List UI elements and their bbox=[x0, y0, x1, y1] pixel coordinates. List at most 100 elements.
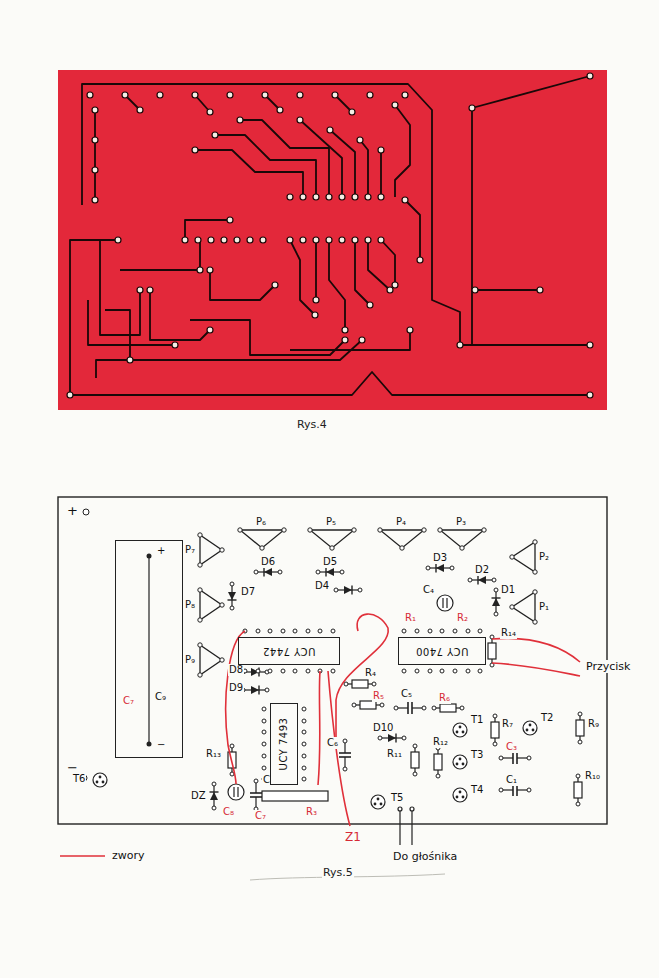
potentiometer-pad bbox=[422, 528, 426, 532]
pcb-pad bbox=[342, 337, 348, 343]
potentiometer-symbol bbox=[440, 530, 484, 548]
electrolytic-capacitor bbox=[228, 784, 244, 800]
transistor-symbol bbox=[453, 755, 467, 769]
pcb-trace bbox=[70, 76, 590, 395]
pcb-pad bbox=[300, 237, 306, 243]
diode-symbol bbox=[210, 782, 219, 810]
ic-pad bbox=[440, 629, 444, 633]
capacitor-symbol bbox=[499, 752, 531, 764]
part-name: C₅ bbox=[400, 688, 413, 700]
pcb-pad bbox=[392, 282, 398, 288]
capacitor-outline: +C₉C₇− bbox=[115, 540, 183, 758]
pcb-pad bbox=[192, 147, 198, 153]
ic-pad bbox=[306, 629, 310, 633]
pcb-trace bbox=[195, 150, 303, 197]
pcb-pad bbox=[407, 327, 413, 333]
jumper-label: Z1 bbox=[344, 830, 362, 844]
potentiometer-pad bbox=[533, 570, 537, 574]
diode-symbol bbox=[378, 734, 406, 743]
potentiometer-symbol bbox=[240, 530, 284, 548]
part-name: DZ bbox=[190, 790, 207, 802]
ic-pad bbox=[478, 629, 482, 633]
figure-caption: Rys.5 bbox=[322, 866, 354, 879]
pcb-pad bbox=[472, 287, 478, 293]
ic-type: UCY 7493 bbox=[278, 717, 290, 772]
pcb-pad bbox=[332, 92, 338, 98]
ic-pad bbox=[466, 669, 470, 673]
pcb-pad bbox=[287, 237, 293, 243]
pcb-pad bbox=[207, 327, 213, 333]
pcb-pad bbox=[469, 105, 475, 111]
potentiometer-pad bbox=[510, 555, 514, 559]
part-name: P₂ bbox=[538, 551, 550, 563]
electrolytic-capacitor bbox=[446, 598, 447, 608]
ic-pad bbox=[415, 669, 419, 673]
potentiometer-symbol bbox=[200, 535, 222, 565]
potentiometer-pad bbox=[198, 563, 202, 567]
part-name: C₄ bbox=[422, 584, 435, 596]
pcb-trace bbox=[94, 110, 96, 200]
pcb-pad bbox=[367, 92, 373, 98]
part-name: P₆ bbox=[255, 516, 267, 528]
ic-pad bbox=[281, 629, 285, 633]
ic-pad bbox=[268, 629, 272, 633]
part-name: T4 bbox=[470, 784, 484, 796]
part-name: R₁₂ bbox=[432, 736, 449, 748]
ic-pad bbox=[256, 629, 260, 633]
part-name: R₇ bbox=[501, 718, 514, 730]
potentiometer-pad bbox=[533, 540, 537, 544]
pcb-pad bbox=[127, 357, 133, 363]
legend-line-sample bbox=[60, 856, 105, 857]
pcb-board bbox=[58, 70, 607, 410]
pcb-pad bbox=[272, 282, 278, 288]
pcb-pad bbox=[87, 92, 93, 98]
potentiometer-pad bbox=[308, 528, 312, 532]
pcb-pad bbox=[378, 237, 384, 243]
pcb-pad bbox=[92, 167, 98, 173]
pcb-trace bbox=[395, 105, 410, 197]
pcb-pad bbox=[212, 132, 218, 138]
part-name: C₈ bbox=[222, 806, 235, 818]
resistor-symbol bbox=[432, 704, 464, 712]
pcb-pad bbox=[237, 117, 243, 123]
pcb-trace bbox=[210, 270, 275, 300]
jumper-wire bbox=[492, 638, 580, 662]
pcb-pad bbox=[260, 237, 266, 243]
pcb-pad bbox=[300, 194, 306, 200]
capacitor-lead bbox=[147, 554, 152, 559]
potentiometer-pad bbox=[198, 528, 537, 677]
diode-symbol bbox=[316, 568, 344, 577]
potentiometer-pad bbox=[510, 605, 514, 609]
capacitor-symbol bbox=[394, 702, 426, 714]
part-name: P₅ bbox=[325, 516, 337, 528]
potentiometer-symbol bbox=[310, 530, 354, 548]
ic-pad bbox=[415, 629, 419, 633]
ic-pad bbox=[262, 707, 266, 711]
part-name: C₇ bbox=[254, 810, 267, 822]
part-name: C₃ bbox=[505, 741, 518, 753]
diode-symbol bbox=[468, 576, 496, 585]
diode-symbol bbox=[241, 686, 269, 695]
electrolytic-capacitor bbox=[228, 595, 453, 800]
potentiometer-symbol bbox=[512, 542, 535, 572]
pcb-pad bbox=[197, 267, 203, 273]
part-name: C₆ bbox=[326, 737, 339, 749]
pcb-pad bbox=[359, 337, 365, 343]
capacitor-lead bbox=[148, 556, 149, 744]
pcb-trace bbox=[105, 310, 130, 360]
resistor-symbol bbox=[411, 744, 419, 776]
pcb-pad bbox=[417, 257, 423, 263]
legend-line-sample bbox=[60, 855, 105, 857]
capacitor-symbol bbox=[339, 739, 351, 771]
ic-pad bbox=[466, 629, 470, 633]
diode-symbol bbox=[254, 568, 282, 577]
part-name: T3 bbox=[470, 749, 484, 761]
ic-pad bbox=[428, 669, 432, 673]
pcb-pad bbox=[313, 237, 319, 243]
pcb-trace bbox=[475, 289, 540, 291]
ic-pad bbox=[331, 629, 335, 633]
ic-pad bbox=[302, 777, 306, 781]
potentiometer-pad bbox=[460, 546, 464, 550]
ic-pad bbox=[262, 742, 266, 746]
